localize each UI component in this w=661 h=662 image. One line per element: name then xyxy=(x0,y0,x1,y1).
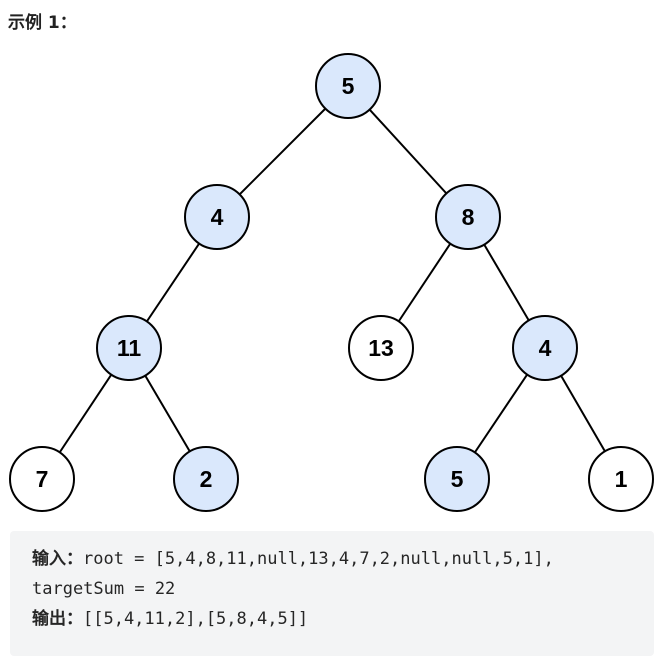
output-label: 输出： xyxy=(32,609,83,629)
tree-node-n4a: 4 xyxy=(184,184,250,250)
tree-node-n4b: 4 xyxy=(512,315,578,381)
tree-node-value: 7 xyxy=(36,466,49,492)
tree-node-value: 4 xyxy=(211,204,224,230)
tree-node-circle xyxy=(173,446,239,512)
tree-node-n11: 11 xyxy=(96,315,162,381)
input-line-2: targetSum = 22 xyxy=(32,579,176,599)
tree-node-circle xyxy=(348,315,414,381)
tree-edges xyxy=(41,85,622,480)
tree-node-value: 4 xyxy=(539,335,552,361)
tree-node-value: 8 xyxy=(462,204,475,230)
tree-node-circle xyxy=(96,315,162,381)
tree-node-n8: 8 xyxy=(435,184,501,250)
tree-node-circle xyxy=(512,315,578,381)
output-value: [[5,4,11,2],[5,8,4,5]] xyxy=(83,609,309,629)
output-line: 输出：[[5,4,11,2],[5,8,4,5]] xyxy=(32,604,654,634)
tree-node-circle xyxy=(435,184,501,250)
binary-tree-diagram: 5 4 8 11 13 4 7 2 5 1 xyxy=(9,53,654,512)
example-heading: 示例 1： xyxy=(8,13,77,33)
tree-node-value: 11 xyxy=(117,335,142,361)
tree-node-circle xyxy=(184,184,250,250)
tree-node-n13: 13 xyxy=(348,315,414,381)
input-line-1: 输入：root = [5,4,8,11,null,13,4,7,2,null,n… xyxy=(32,544,654,574)
tree-node-n1: 1 xyxy=(588,446,654,512)
tree-node-n7: 7 xyxy=(9,446,75,512)
input-root-value: root = [5,4,8,11,null,13,4,7,2,null,null… xyxy=(83,549,554,569)
tree-node-value: 2 xyxy=(200,466,213,492)
tree-node-value: 5 xyxy=(342,73,355,99)
tree-node-n5b: 5 xyxy=(424,446,490,512)
tree-node-circle xyxy=(9,446,75,512)
tree-node-value: 13 xyxy=(368,335,394,361)
tree-nodes: 5 4 8 11 13 4 7 2 5 1 xyxy=(9,53,654,512)
tree-node-value: 5 xyxy=(451,466,464,492)
tree-node-value: 1 xyxy=(615,466,628,492)
tree-node-circle xyxy=(588,446,654,512)
tree-node-n2: 2 xyxy=(173,446,239,512)
example-code-block: 输入：root = [5,4,8,11,null,13,4,7,2,null,n… xyxy=(10,531,654,656)
tree-node-n5a: 5 xyxy=(315,53,381,119)
tree-node-circle xyxy=(315,53,381,119)
tree-node-circle xyxy=(424,446,490,512)
input-label: 输入： xyxy=(32,549,83,569)
